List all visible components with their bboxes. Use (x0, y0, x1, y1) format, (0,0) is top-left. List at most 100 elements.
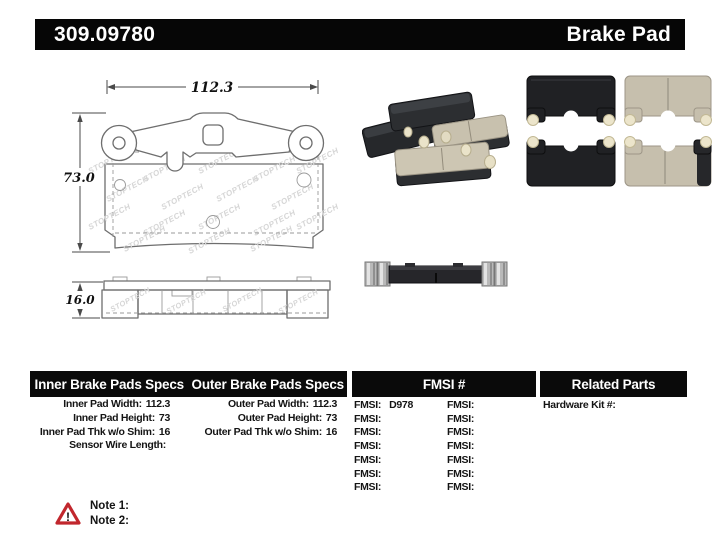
fmsi-row: FMSI: (447, 399, 535, 413)
fmsi-label: FMSI: (447, 453, 475, 466)
profile-view: STOPTECH STOPTECH STOPTECH STOPTECH (101, 276, 331, 319)
spec-value: 73 (158, 411, 170, 424)
backing-plate-edge (103, 280, 331, 291)
spec-row: Outer Pad Height:73 (195, 411, 338, 426)
pad-photo-ceramic-front (624, 75, 712, 126)
fmsi-label: FMSI: (447, 426, 475, 439)
warning-icon: ! (55, 502, 81, 525)
fmsi-row: FMSI: (447, 440, 535, 454)
spec-value: 73 (325, 411, 337, 424)
note-1-label: Note 1: (90, 500, 129, 512)
photo-pad-edge (364, 261, 508, 287)
fmsi-label: FMSI: (354, 481, 382, 494)
spec-value: 112.3 (312, 398, 338, 410)
spec-label: Inner Pad Thk w/o Shim: (39, 425, 155, 438)
header-bar: 309.09780 Brake Pad (35, 19, 685, 50)
fmsi-label: FMSI: (354, 453, 382, 466)
dimension-thickness: 16.0 (65, 281, 103, 319)
right-ear-hole (299, 136, 313, 150)
spec-label: Inner Pad Height: (73, 411, 155, 424)
chrome-weight-right (481, 261, 508, 287)
hardware-kit-label: Hardware Kit #: (543, 399, 616, 411)
fmsi-row: FMSI: (354, 481, 442, 495)
fmsi-title: FMSI # (422, 376, 466, 392)
related-header-bar: Related Parts (540, 371, 687, 397)
spec-row: Outer Pad Width:112.3 (195, 398, 337, 412)
fmsi-row: FMSI: (447, 468, 535, 482)
fmsi-column-2: FMSI: FMSI: FMSI: FMSI: FMSI: FMSI: FMSI… (447, 399, 535, 495)
fmsi-row: FMSI: (354, 440, 442, 454)
pad-photo-black-back (526, 75, 616, 126)
pad-edge-bar (388, 263, 484, 284)
width-dimension-label: 112.3 (191, 80, 233, 96)
fmsi-label: FMSI: (447, 399, 475, 411)
technical-drawing: STOPTECH STOPTECH STOPTECH STOPTECH STOP… (63, 80, 340, 319)
fmsi-row: FMSI: (447, 426, 535, 440)
spec-label: Inner Pad Width: (63, 398, 142, 410)
spec-label: Sensor Wire Length: (69, 439, 166, 452)
left-ear (100, 124, 138, 162)
thickness-dimension-label: 16.0 (65, 293, 95, 307)
fmsi-label: FMSI: (354, 399, 382, 411)
fmsi-label: FMSI: (354, 467, 382, 480)
pad-photo-dark-top (388, 91, 476, 132)
pad-photo-ceramic-front (624, 136, 712, 187)
fmsi-row: FMSI: (447, 481, 535, 495)
photo-pad-grid (526, 75, 712, 187)
dimension-width: 112.3 (106, 80, 319, 96)
fmsi-label: FMSI: (354, 440, 382, 453)
spec-row: Inner Pad Width:112.3 (30, 398, 170, 412)
pad-body-outline (104, 163, 324, 249)
friction-middle (137, 289, 288, 315)
svg-text:!: ! (66, 510, 70, 524)
fmsi-label: FMSI: (354, 412, 382, 425)
fmsi-row: FMSI: (354, 468, 442, 482)
spec-label: Outer Pad Thk w/o Shim: (204, 425, 323, 438)
fmsi-row: FMSI: (354, 454, 442, 468)
pad-hole (296, 172, 312, 188)
pad-hole (206, 215, 220, 229)
fmsi-label: FMSI: (447, 481, 475, 494)
pad-photo-tan-front (394, 141, 492, 187)
note-2-label: Note 2: (90, 515, 129, 527)
inner-specs-table: Inner Pad Width:112.3 Inner Pad Height:7… (30, 398, 170, 453)
photo-pad-set-angled (362, 91, 510, 187)
watermark-text: STOPTECH (277, 287, 320, 316)
fmsi-row: FMSI: (354, 426, 442, 440)
fmsi-header-bar: FMSI # (352, 371, 536, 397)
chrome-weight-left (364, 261, 391, 287)
spec-value: 112.3 (145, 398, 171, 410)
specs-header-bar: Inner Brake Pads Specs Outer Brake Pads … (30, 371, 347, 397)
fmsi-row: FMSI: D978 (354, 399, 442, 413)
page-title: Brake Pad (566, 22, 671, 46)
fmsi-row: FMSI: (447, 413, 535, 427)
fmsi-value: D978 (389, 399, 413, 411)
spec-row: Outer Pad Thk w/o Shim:16 (195, 425, 338, 440)
spec-row: Inner Pad Height:73 (30, 412, 170, 426)
dimension-height: 73.0 (63, 112, 110, 253)
pad-hole (114, 179, 126, 191)
spec-row: Sensor Wire Length: (30, 439, 170, 453)
spec-value: 16 (325, 425, 337, 438)
watermark-text: STOPTECH (165, 287, 208, 316)
tab-hole (202, 124, 224, 146)
spec-label: Outer Pad Width: (227, 398, 309, 410)
spec-label: Outer Pad Height: (237, 411, 322, 424)
fmsi-label: FMSI: (447, 467, 475, 480)
left-ear-hole (112, 136, 126, 150)
pad-photo-black-back (526, 136, 616, 187)
outer-specs-table: Outer Pad Width:112.3 Outer Pad Height:7… (195, 398, 338, 440)
inner-specs-title: Inner Brake Pads Specs (34, 376, 185, 392)
fmsi-row: FMSI: (354, 413, 442, 427)
fmsi-column-1: FMSI: D978 FMSI: FMSI: FMSI: FMSI: FMSI: … (354, 399, 442, 495)
right-ear (287, 124, 325, 162)
part-number: 309.09780 (54, 22, 156, 46)
outer-specs-title: Outer Brake Pads Specs (191, 376, 345, 392)
height-dimension-label: 73.0 (63, 171, 95, 186)
pad-bumpers (403, 126, 496, 169)
notes-block: Note 1: Note 2: (90, 499, 129, 529)
related-parts-title: Related Parts (571, 376, 656, 392)
fmsi-row: FMSI: (447, 454, 535, 468)
fmsi-label: FMSI: (447, 440, 475, 453)
